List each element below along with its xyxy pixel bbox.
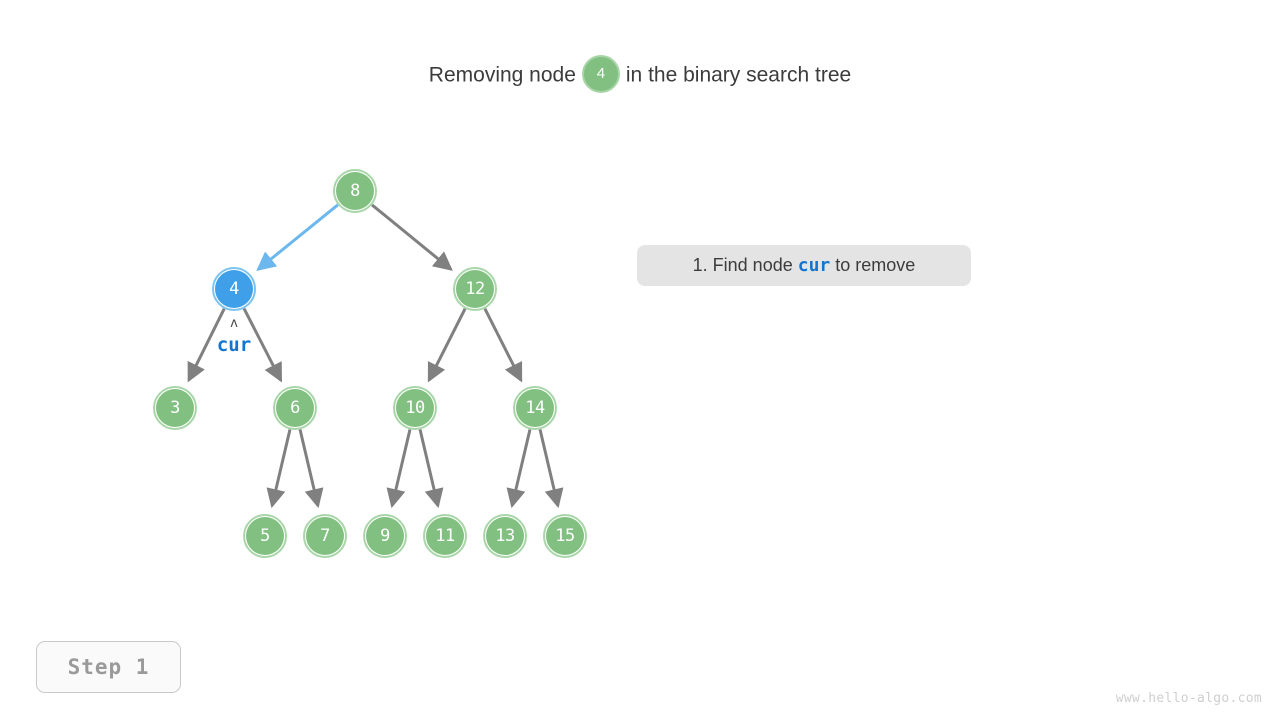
tree-edge: [418, 429, 444, 509]
tree-node-ring: [393, 386, 437, 430]
tree-node-ring: [303, 514, 347, 558]
step-description-code: cur: [797, 255, 831, 276]
tree-node-value: 9: [380, 526, 390, 546]
tree-node-core: [336, 172, 374, 210]
tree-node-ring: [513, 386, 557, 430]
tree-node-value: 6: [290, 398, 300, 418]
tree-edge: [506, 429, 532, 509]
tree-node-value: 5: [260, 526, 270, 546]
watermark: www.hello-algo.com: [1115, 691, 1262, 706]
tree-node-4[interactable]: 4: [212, 267, 256, 311]
tree-node-ring: [333, 169, 377, 213]
step-badge: Step 1: [36, 641, 181, 693]
tree-edge: [242, 307, 283, 383]
tree-node-11[interactable]: 11: [423, 514, 467, 558]
tree-node-value: 10: [405, 398, 425, 418]
cur-caret-icon: ʌ: [230, 316, 238, 331]
tree-node-value: 3: [170, 398, 180, 418]
tree-node-core: [486, 517, 524, 555]
tree-node-6[interactable]: 6: [273, 386, 317, 430]
tree-node-ring: [423, 514, 467, 558]
tree-node-7[interactable]: 7: [303, 514, 347, 558]
tree-edge: [256, 203, 339, 271]
tree-node-core: [156, 389, 194, 427]
tree-node-ring: [453, 267, 497, 311]
tree-node-value: 15: [555, 526, 575, 546]
tree-node-value: 14: [525, 398, 545, 418]
tree-node-8[interactable]: 8: [333, 169, 377, 213]
tree-node-value: 4: [229, 279, 239, 299]
tree-node-core: [396, 389, 434, 427]
tree-node-core: [456, 270, 494, 308]
tree-node-core: [426, 517, 464, 555]
tree-node-core: [516, 389, 554, 427]
tree-node-ring: [483, 514, 527, 558]
tree-node-core: [215, 270, 253, 308]
tree-edge: [538, 429, 564, 509]
step-description-prefix: 1. Find node: [692, 255, 793, 275]
tree-node-13[interactable]: 13: [483, 514, 527, 558]
tree-edge: [298, 429, 324, 509]
cur-pointer-label: cur: [216, 334, 252, 356]
tree-node-core: [246, 517, 284, 555]
page-title-prefix: Removing node: [428, 63, 576, 87]
tree-edge: [427, 307, 467, 383]
tree-edge: [483, 307, 523, 383]
tree-node-value: 11: [435, 526, 455, 546]
tree-node-value: 7: [320, 526, 330, 546]
tree-node-value: 13: [495, 526, 515, 546]
step-description-suffix: to remove: [835, 255, 916, 275]
tree-edge: [386, 429, 412, 509]
tree-edge: [371, 203, 453, 271]
tree-node-core: [306, 517, 344, 555]
tree-edge: [187, 308, 226, 383]
tree-node-12[interactable]: 12: [453, 267, 497, 311]
tree-node-3[interactable]: 3: [153, 386, 197, 430]
tree-node-core: [546, 517, 584, 555]
tree-node-9[interactable]: 9: [363, 514, 407, 558]
inline-node-badge: 4: [581, 55, 620, 94]
tree-node-ring: [153, 386, 197, 430]
tree-edge: [266, 429, 292, 509]
tree-node-value: 8: [350, 181, 360, 201]
tree-node-14[interactable]: 14: [513, 386, 557, 430]
tree-node-core: [366, 517, 404, 555]
tree-node-ring: [273, 386, 317, 430]
tree-node-15[interactable]: 15: [543, 514, 587, 558]
tree-node-ring: [363, 514, 407, 558]
tree-node-value: 12: [465, 279, 485, 299]
tree-node-ring: [212, 267, 256, 311]
tree-node-10[interactable]: 10: [393, 386, 437, 430]
tree-node-core: [276, 389, 314, 427]
tree-node-5[interactable]: 5: [243, 514, 287, 558]
step-description-box: 1. Find node cur to remove: [637, 245, 971, 286]
tree-node-ring: [243, 514, 287, 558]
tree-node-ring: [543, 514, 587, 558]
page-title-suffix: in the binary search tree: [625, 63, 852, 87]
